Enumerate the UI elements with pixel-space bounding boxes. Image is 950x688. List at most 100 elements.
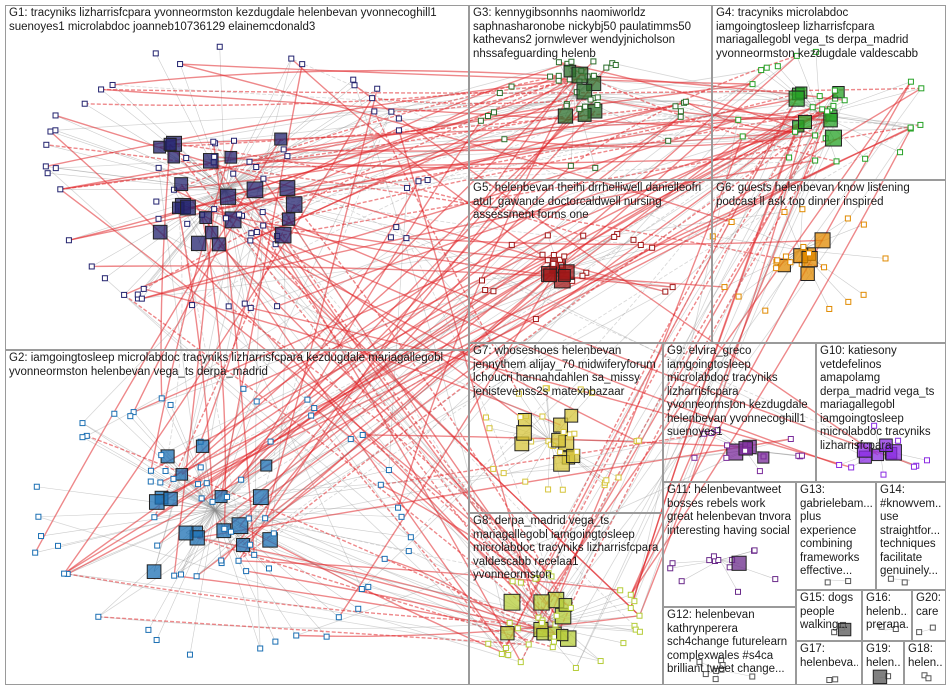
node-g1 [180,199,196,216]
node-g4 [907,78,914,85]
edge-g3-g2 [212,110,596,503]
node-g10 [848,464,855,471]
group-box-g2: G2: iamgoingtosleep microlabdoc tracynik… [5,350,469,685]
edge-g1-g2 [264,88,378,519]
node-g2 [35,513,42,520]
node-g1 [403,235,410,242]
edge-g3-g2 [196,110,682,577]
node-g14 [887,575,894,582]
node-g2 [240,385,247,392]
edge-g3-g2 [221,165,572,564]
group-label-g3: G3: kennygibsonnhs naomiworldz saphnasha… [473,7,692,60]
node-g1 [371,108,378,115]
edge-g2 [196,509,216,577]
node-g7 [553,417,569,433]
edge-g1-g2 [269,235,286,540]
node-g6 [821,264,828,271]
edge-g1-g4 [263,110,828,227]
node-g9 [724,442,731,449]
node-g7 [571,430,578,437]
edge-g9-g2 [197,438,791,539]
node-g6 [781,208,788,215]
edge-g1 [224,189,252,308]
node-g6 [721,284,728,291]
node-g4 [763,64,770,71]
edge-g4-g8 [567,100,846,639]
node-g1 [260,222,267,229]
node-g2 [377,481,384,488]
node-g1 [210,138,217,145]
edge-g2 [189,509,216,655]
node-g6 [735,293,742,300]
node-g3 [568,58,575,65]
node-g3 [594,101,601,108]
node-g2 [154,542,161,549]
node-g4 [788,90,805,107]
edge-g4-g8 [630,126,799,609]
edge-g4 [815,51,821,116]
node-g2 [147,467,154,474]
edge-g2 [214,507,399,511]
edge-g3-g4 [685,101,796,133]
edge-g5-g2 [161,280,573,456]
edge-g11 [719,559,776,580]
node-g3 [587,96,594,103]
edge-g1-g8 [262,211,558,617]
node-g2 [355,605,362,612]
node-g6 [805,250,812,257]
node-g17 [826,677,833,683]
node-g4 [833,158,840,165]
node-g4 [739,133,746,140]
edge-g1-g4 [68,105,834,241]
edge-g2 [161,454,216,511]
node-g11 [678,578,685,585]
node-g3 [590,72,597,79]
edge-g3-g2 [256,116,682,403]
node-g8 [498,651,505,658]
group-label-g2: G2: iamgoingtosleep microlabdoc tracynik… [9,352,444,378]
node-g6 [728,218,735,225]
group-label-g14: G14: #knowvem... use straightfor... tech… [880,484,942,577]
node-g1 [253,163,260,170]
node-g4 [862,155,869,162]
node-g1 [121,291,128,298]
edge-g1-g8 [218,243,550,574]
edge-g1-g3 [143,70,582,290]
node-g2 [247,541,254,548]
node-g1 [279,180,296,196]
group-box-g5: G5: helenbevan theihi drrhelliwell danie… [469,180,712,343]
edge-g2-g8 [230,531,529,645]
node-g1 [140,285,147,292]
node-g5 [544,257,551,264]
edge-g4-g8 [540,127,911,630]
edge-g2-g4 [388,131,796,471]
node-g2 [405,548,412,555]
node-g7 [482,414,489,421]
node-g3 [612,61,619,68]
node-g5 [543,268,557,283]
node-g1 [281,212,296,226]
edge-g9-g2 [161,451,735,499]
node-g7 [516,425,532,441]
node-g6 [844,215,851,222]
node-g2 [145,626,152,633]
edge-g10-g1 [250,307,852,469]
edge-g2-g4 [226,106,813,498]
node-g2 [385,467,392,474]
edge-g1-g2 [180,111,392,575]
edge-g5-g1 [254,189,641,246]
node-g9 [691,454,698,461]
edge-g2 [67,509,216,575]
node-g3 [555,72,562,79]
edge-g7-g1 [159,231,575,435]
node-g10 [856,442,873,458]
node-g4 [812,48,819,55]
node-g18 [925,675,932,682]
node-g8 [536,628,549,641]
edge-g3-g4 [504,134,816,148]
group-box-g7: G7: whoseshoes helenbevan jennythem alij… [469,343,663,513]
edge-g6-g1 [179,63,732,223]
edge-g11 [719,550,755,561]
edge-g2 [36,486,216,511]
